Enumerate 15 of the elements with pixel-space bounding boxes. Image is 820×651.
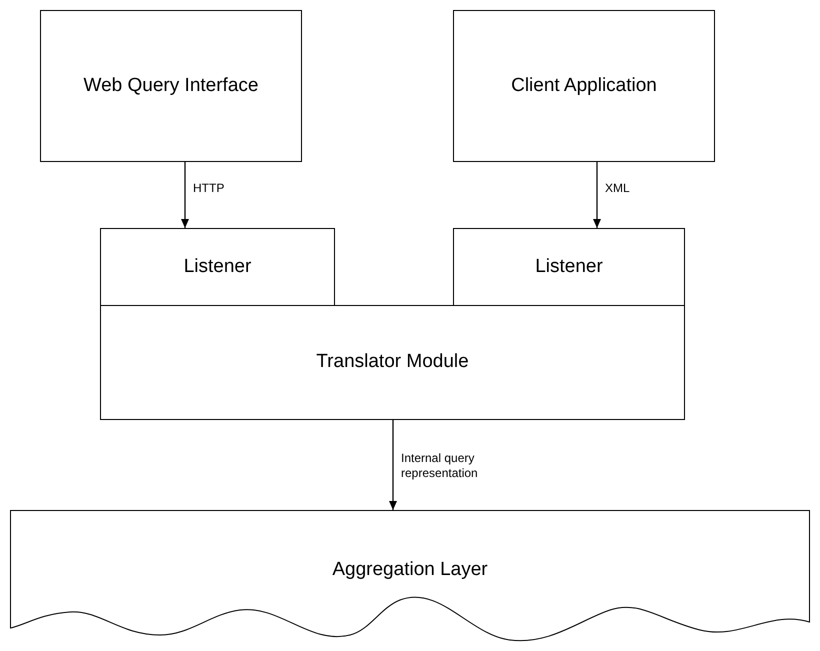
arrow <box>181 162 189 228</box>
node-label: Aggregation Layer <box>332 558 488 582</box>
arrow <box>389 420 397 510</box>
node-label: Client Application <box>511 74 657 98</box>
process-box <box>453 10 715 162</box>
node-label: Translator Module <box>316 350 469 374</box>
process-box <box>100 305 685 420</box>
arrow <box>593 162 601 228</box>
node-label: Listener <box>184 254 252 279</box>
process-box <box>453 228 685 306</box>
node-label: Listener <box>535 254 603 279</box>
wavy-layer-band <box>10 510 810 642</box>
process-box <box>40 10 302 162</box>
node-label: Web Query Interface <box>84 74 258 98</box>
process-box <box>100 228 335 306</box>
